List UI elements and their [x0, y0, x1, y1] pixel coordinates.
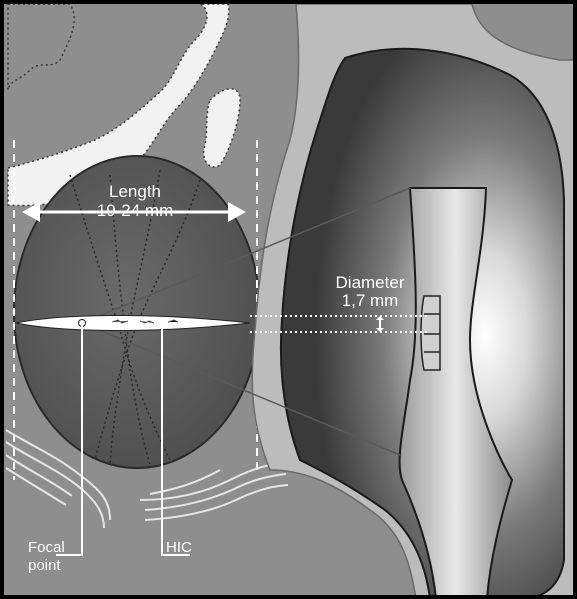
- focal-label-line1: Focal: [28, 539, 65, 556]
- rod-window: [421, 296, 440, 370]
- focal-label-line2: point: [28, 557, 61, 574]
- hic-label: HIC: [166, 539, 192, 556]
- diameter-title: Diameter: [336, 273, 405, 292]
- length-title: Length: [109, 182, 161, 201]
- length-value: 19-24 mm: [97, 201, 174, 220]
- diameter-value: 1,7 mm: [342, 291, 399, 310]
